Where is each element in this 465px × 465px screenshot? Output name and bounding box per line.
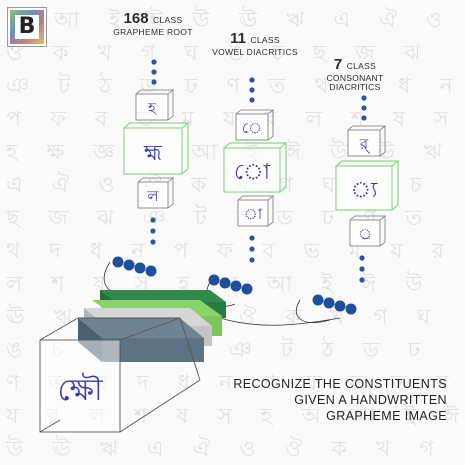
caption-line: GIVEN A HANDWRITTEN — [294, 393, 447, 407]
main-box: ্য — [335, 160, 400, 211]
header-unit: CLASS — [153, 15, 183, 25]
layer-stack — [78, 290, 226, 362]
connector-line — [295, 299, 331, 323]
layer-slab-top — [100, 290, 226, 302]
header-count: 168 — [123, 10, 149, 27]
node-row — [312, 294, 357, 315]
connector-line — [103, 261, 141, 295]
small-box-bottom: া — [237, 195, 275, 227]
caption-line: RECOGNIZE THE CONSTITUENTS — [233, 377, 447, 391]
header-label: GRAPHEME ROOT — [113, 26, 193, 37]
main-box: হ্ম — [123, 122, 190, 175]
column-consonant-diacritics: র্ ্য ্র — [312, 95, 400, 315]
node-row — [112, 256, 157, 277]
header-label: VOWEL DIACRITICS — [212, 46, 298, 57]
connector-line — [219, 317, 341, 326]
input-image-box — [39, 317, 201, 433]
logo-letter: B — [18, 14, 36, 39]
logo-inner: B — [15, 15, 39, 39]
column-vowel-diacritics: ে ো া — [208, 77, 288, 295]
header-unit: CLASS — [346, 61, 377, 71]
main-box: ো — [223, 142, 288, 193]
dot-column — [150, 217, 156, 245]
dot-column — [249, 77, 255, 103]
header-grapheme-root: 168 CLASS GRAPHEME ROOT — [98, 10, 208, 37]
small-box-top: ে — [235, 109, 275, 141]
glyph-text: ল — [146, 187, 159, 205]
node-row — [208, 274, 253, 295]
header-count: 11 — [230, 30, 247, 47]
glyph-text: ো — [234, 160, 271, 185]
dot-column — [249, 235, 255, 263]
small-box-bottom: ্র — [349, 215, 387, 247]
small-box-bottom: ল — [137, 177, 175, 209]
glyph-text: ে — [242, 119, 262, 137]
header-vowel-diacritics: 11 CLASS VOWEL DIACRITICS — [205, 30, 305, 57]
column-grapheme-root: হ হ্ম ল — [112, 59, 190, 277]
header-consonant-diacritics: 7 CLASS CONSONANT DIACRITICS — [300, 56, 410, 92]
dot-column — [361, 95, 367, 121]
caption-line: GRAPHEME IMAGE — [326, 409, 447, 423]
input-grapheme-glyph: ক্ষৌ — [57, 373, 102, 408]
small-box-top: র্ — [347, 125, 387, 157]
glyph-text: া — [244, 205, 263, 223]
logo: B — [8, 8, 46, 46]
glyph-text: র্ — [359, 135, 371, 154]
header-unit: CLASS — [250, 35, 280, 45]
layer-slab-front — [78, 318, 204, 338]
header-label: CONSONANT DIACRITICS — [326, 72, 384, 92]
small-box-top: হ — [135, 89, 175, 121]
glyph-text: ্র — [358, 225, 372, 243]
dot-column — [359, 255, 365, 283]
header-count: 7 — [333, 56, 343, 73]
caption: RECOGNIZE THE CONSTITUENTS GIVEN A HANDW… — [233, 376, 447, 424]
glyph-text: হ্ম — [143, 141, 163, 166]
dot-column — [151, 59, 157, 85]
glyph-text: ্য — [351, 178, 379, 203]
glyph-text: হ — [147, 99, 157, 117]
